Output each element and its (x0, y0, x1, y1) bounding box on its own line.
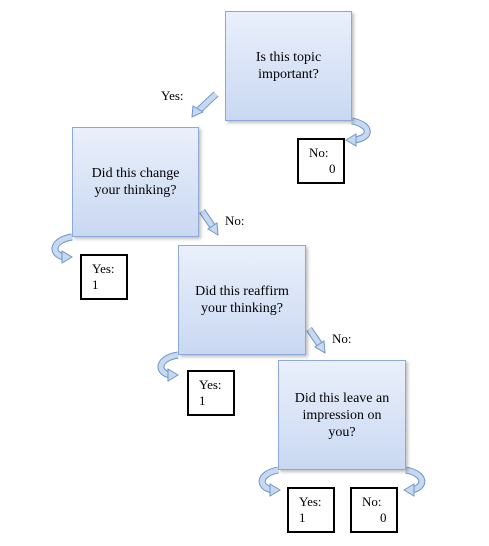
answer-box-yes: Yes: 1 (80, 254, 128, 300)
answer-value: 1 (92, 277, 99, 292)
answer-box-no: No: 0 (350, 487, 398, 533)
answer-label: No: (309, 145, 329, 160)
question-text: Is this topic important? (255, 50, 322, 82)
answer-label: Yes: (92, 261, 115, 276)
arrow-q2-no (199, 209, 219, 236)
answer-label: Yes: (199, 377, 222, 392)
question-box-leave-impression: Did this leave an impression on you? (278, 360, 406, 470)
curved-arrow-q4-no (403, 466, 426, 497)
question-text: Did this leave an impression on you? (294, 390, 390, 440)
no-label: No: (225, 213, 245, 228)
question-text: Did this reaffirm your thinking? (195, 284, 289, 316)
arrow-q3-no (306, 327, 326, 354)
answer-box-yes: Yes: 1 (187, 370, 235, 416)
answer-value: 1 (199, 393, 206, 408)
yes-label: Yes: (161, 88, 184, 103)
answer-value: 0 (329, 161, 336, 176)
curved-arrow-q4-yes (258, 466, 281, 497)
answer-label: No: (362, 494, 382, 509)
curved-arrow-q2-yes (51, 233, 73, 264)
answer-box-yes: Yes: 1 (287, 487, 335, 533)
question-box-change-thinking: Did this change your thinking? (72, 127, 199, 237)
answer-value: 1 (299, 510, 306, 525)
curved-arrow-q3-yes (157, 351, 179, 382)
arrow-q1-yes (191, 91, 219, 118)
answer-value: 0 (380, 510, 387, 525)
question-box-topic-important: Is this topic important? (225, 11, 352, 121)
answer-box-no: No: 0 (297, 138, 345, 184)
question-text: Did this change your thinking? (91, 166, 180, 198)
no-label: No: (332, 331, 352, 346)
answer-label: Yes: (299, 494, 322, 509)
curved-arrow-q1-no (345, 117, 371, 147)
question-box-reaffirm-thinking: Did this reaffirm your thinking? (178, 245, 306, 355)
